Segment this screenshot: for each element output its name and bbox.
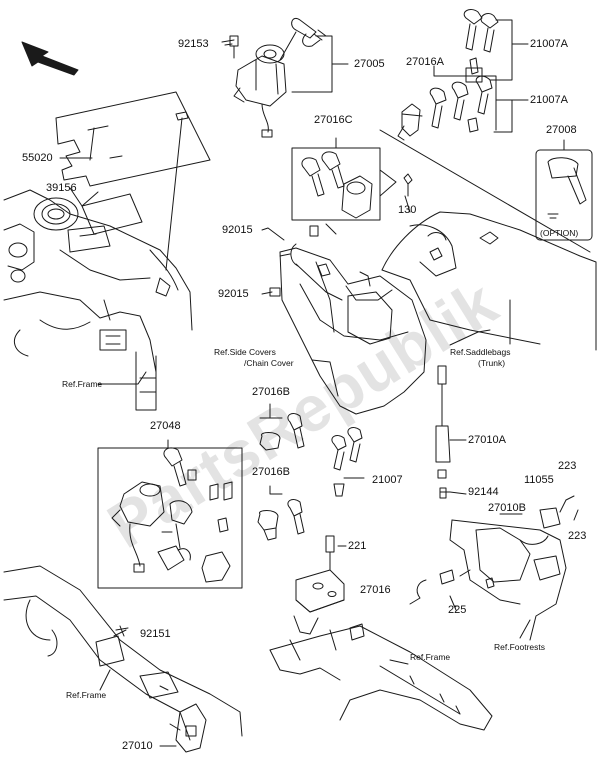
key-set-21007 bbox=[331, 427, 365, 497]
part-label-223-a: 223 bbox=[558, 460, 577, 472]
key-set-top bbox=[463, 9, 499, 83]
part-label-27016B-mid: 27016B bbox=[252, 466, 290, 478]
saddlebag-trunk bbox=[381, 211, 597, 351]
part-label-21007: 21007 bbox=[372, 474, 403, 486]
part-label-92144: 92144 bbox=[468, 486, 499, 498]
ref-label-frame-top: Ref.Frame bbox=[62, 379, 103, 389]
option-key-tag bbox=[535, 139, 593, 241]
part-label-225: 225 bbox=[448, 604, 467, 616]
part-label-21007A-top: 21007A bbox=[530, 38, 568, 50]
part-label-27016A: 27016A bbox=[406, 56, 444, 68]
part-label-21007A-mid: 21007A bbox=[530, 94, 568, 106]
ref-label-chain-cover: /Chain Cover bbox=[244, 358, 294, 368]
option-label: (OPTION) bbox=[540, 228, 579, 238]
helmet-lock-27016C bbox=[301, 151, 373, 235]
part-label-27005: 27005 bbox=[354, 58, 385, 70]
ref-label-saddlebags: Ref.Saddlebags bbox=[450, 347, 511, 357]
part-label-27008: 27008 bbox=[546, 124, 577, 136]
lock-set-27016B bbox=[257, 403, 305, 541]
part-label-27010A: 27010A bbox=[468, 434, 506, 446]
ref-label-frame-mid: Ref.Frame bbox=[410, 652, 451, 662]
ignition-kit-27048 bbox=[97, 439, 243, 589]
part-label-92153: 92153 bbox=[178, 38, 209, 50]
side-cover-panel bbox=[269, 243, 427, 415]
switch-base-27016 bbox=[295, 535, 347, 613]
seat-lock-27016A bbox=[397, 75, 493, 141]
part-label-39156: 39156 bbox=[46, 182, 77, 194]
part-label-27016B-top: 27016B bbox=[252, 386, 290, 398]
part-label-27010: 27010 bbox=[122, 740, 153, 752]
part-label-27016C: 27016C bbox=[314, 114, 353, 126]
decal-55020 bbox=[55, 91, 211, 187]
ref-label-footrests: Ref.Footrests bbox=[494, 642, 546, 652]
front-arrow-icon bbox=[21, 41, 79, 76]
part-label-27048: 27048 bbox=[150, 420, 181, 432]
ref-label-frame-bottom: Ref.Frame bbox=[66, 690, 107, 700]
ref-label-trunk: (Trunk) bbox=[478, 358, 506, 368]
part-label-55020: 55020 bbox=[22, 152, 53, 164]
part-label-130: 130 bbox=[398, 204, 417, 216]
part-label-221: 221 bbox=[348, 540, 367, 552]
label-39156 bbox=[69, 187, 143, 235]
frame-rear-section bbox=[269, 615, 493, 731]
part-label-27016: 27016 bbox=[360, 584, 391, 596]
switch-27010A bbox=[435, 365, 467, 499]
part-label-27010B: 27010B bbox=[488, 502, 526, 514]
ignition-switch-assembly bbox=[229, 17, 327, 138]
part-label-92015-b: 92015 bbox=[218, 288, 249, 300]
part-label-92015-a: 92015 bbox=[222, 224, 253, 236]
part-label-223-b: 223 bbox=[568, 530, 587, 542]
ref-label-side-covers: Ref.Side Covers bbox=[214, 347, 276, 357]
frame-head-section bbox=[3, 117, 193, 411]
frame-lower-section bbox=[3, 565, 243, 753]
footrest-bracket bbox=[409, 495, 579, 641]
part-label-92151: 92151 bbox=[140, 628, 171, 640]
part-label-11055: 11055 bbox=[524, 474, 554, 486]
